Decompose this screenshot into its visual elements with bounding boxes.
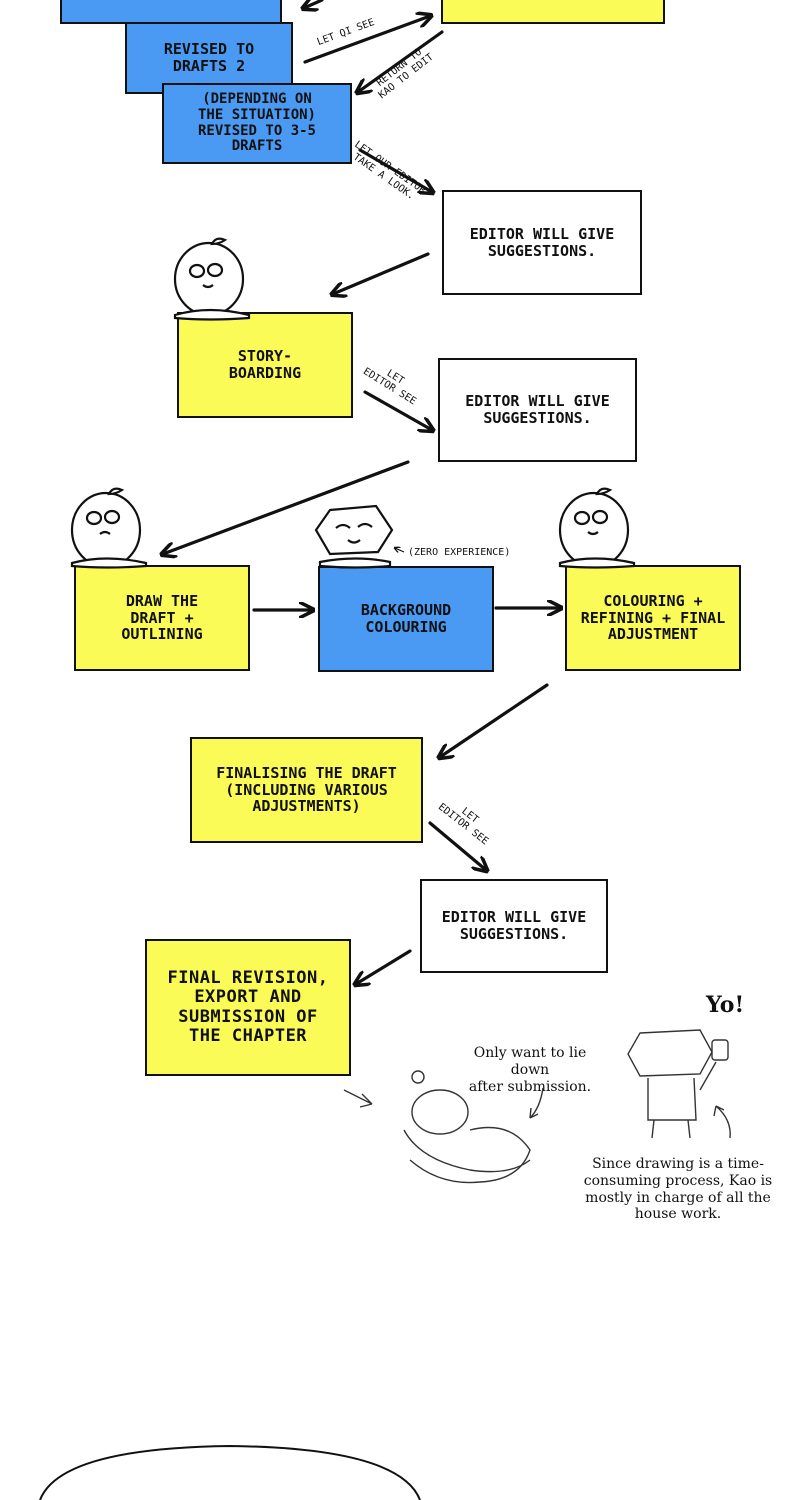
editor-suggestions-box-3: EDITOR WILL GIVE SUGGESTIONS. [420,879,608,973]
storyboarding-box: STORY- BOARDING [177,312,353,418]
arrow-to-finalising [440,683,549,757]
arrow-to-editor-2 [363,390,432,430]
arrow-to-editor-3 [428,821,486,870]
lie-down-note: Only want to lie down after submission. [468,1045,592,1095]
arrow-top-back [304,0,324,8]
kao-character [314,504,394,569]
arrow-let-qi-see [303,16,430,64]
editor-suggestions-box-2: EDITOR WILL GIVE SUGGESTIONS. [438,358,637,462]
background-colouring-box: BACKGROUND COLOURING [318,566,494,672]
arrow-to-storyboarding [333,252,430,294]
qi-character-2 [70,487,148,569]
resting-sketch [343,1070,544,1184]
revised-3-5-drafts-box: (DEPENDING ON THE SITUATION) REVISED TO … [162,83,352,164]
qi-character-1 [173,237,251,321]
editor-suggestions-box-1: EDITOR WILL GIVE SUGGESTIONS. [442,190,642,295]
yo-note: Yo! [706,992,745,1018]
kao-housework-sketch [627,1029,731,1139]
housework-note: Since drawing is a time- consuming proce… [583,1156,773,1223]
arrow-return-to-kao [358,30,444,92]
revised-drafts-2-box: REVISED TO DRAFTS 2 [125,22,293,94]
zero-experience-label: (ZERO EXPERIENCE) [408,547,511,558]
qi-character-3 [558,487,636,569]
colouring-refining-box: COLOURING + REFINING + FINAL ADJUSTMENT [565,565,741,671]
final-revision-box: FINAL REVISION, EXPORT AND SUBMISSION OF… [145,939,351,1076]
arrow-zero-experience [395,548,405,552]
finalising-draft-box: FINALISING THE DRAFT (INCLUDING VARIOUS … [190,737,423,843]
bottom-panel-curve [39,1444,421,1500]
arrow-to-final-revision [356,949,412,984]
arrow-to-draw-draft [163,460,410,554]
arrow-to-editor-1 [358,148,432,192]
draw-draft-box: DRAW THE DRAFT + OUTLINING [74,565,250,671]
previous-yellow-box [441,0,665,24]
